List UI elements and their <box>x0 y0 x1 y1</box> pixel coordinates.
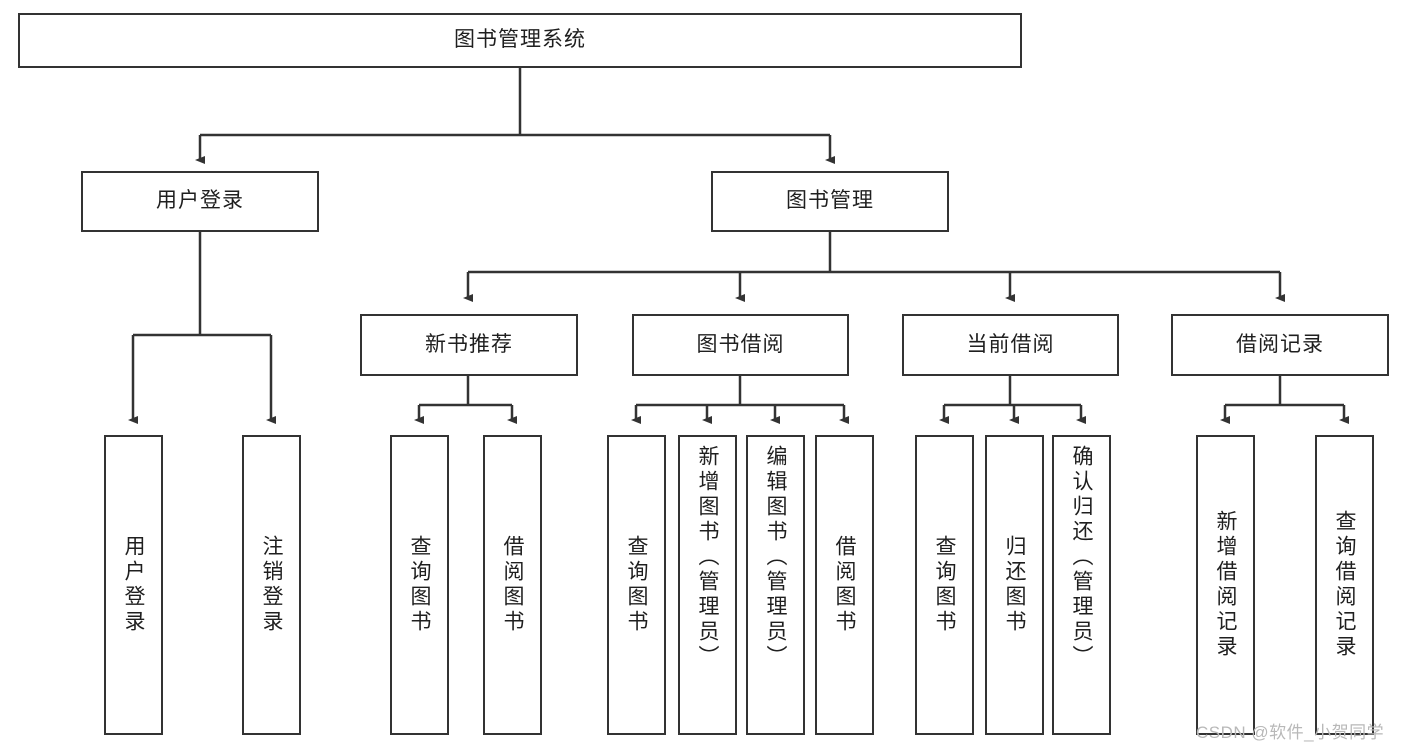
leaf-book-borrow-lend[interactable]: 借阅图书 <box>815 435 874 735</box>
node-label: 用户登录 <box>122 535 145 635</box>
leaf-borrow-record-query[interactable]: 查询借阅记录 <box>1315 435 1374 735</box>
node-label: 新增图书（管理员） <box>696 445 719 670</box>
node-current-borrow[interactable]: 当前借阅 <box>902 314 1119 376</box>
node-label: 归还图书 <box>1003 535 1026 635</box>
node-label: 确认归还（管理员） <box>1070 445 1093 670</box>
node-book-management[interactable]: 图书管理 <box>711 171 949 232</box>
leaf-new-book-borrow[interactable]: 借阅图书 <box>483 435 542 735</box>
node-user-login[interactable]: 用户登录 <box>81 171 319 232</box>
node-root[interactable]: 图书管理系统 <box>18 13 1022 68</box>
node-label: 查询图书 <box>625 535 648 635</box>
node-label: 图书管理 <box>786 189 874 213</box>
node-label: 借阅记录 <box>1236 332 1324 356</box>
leaf-current-borrow-return[interactable]: 归还图书 <box>985 435 1044 735</box>
node-label: 图书管理系统 <box>454 28 586 52</box>
leaf-user-login-signout[interactable]: 注销登录 <box>242 435 301 735</box>
leaf-book-borrow-edit[interactable]: 编辑图书（管理员） <box>746 435 805 735</box>
node-label: 借阅图书 <box>501 535 524 635</box>
node-label: 查询借阅记录 <box>1333 510 1356 660</box>
node-label: 查询图书 <box>933 535 956 635</box>
node-label: 新书推荐 <box>425 332 513 356</box>
node-label: 注销登录 <box>260 535 283 635</box>
node-label: 用户登录 <box>156 189 244 213</box>
leaf-borrow-record-add[interactable]: 新增借阅记录 <box>1196 435 1255 735</box>
node-label: 新增借阅记录 <box>1214 510 1237 660</box>
node-label: 借阅图书 <box>833 535 856 635</box>
node-label: 当前借阅 <box>966 332 1055 356</box>
node-label: 查询图书 <box>408 535 431 635</box>
leaf-book-borrow-add[interactable]: 新增图书（管理员） <box>678 435 737 735</box>
leaf-new-book-query[interactable]: 查询图书 <box>390 435 449 735</box>
leaf-user-login-signin[interactable]: 用户登录 <box>104 435 163 735</box>
node-label: 图书借阅 <box>696 332 785 356</box>
node-label: 编辑图书（管理员） <box>764 445 787 670</box>
node-book-borrow[interactable]: 图书借阅 <box>632 314 849 376</box>
leaf-book-borrow-query[interactable]: 查询图书 <box>607 435 666 735</box>
leaf-current-borrow-confirm[interactable]: 确认归还（管理员） <box>1052 435 1111 735</box>
node-borrow-record[interactable]: 借阅记录 <box>1171 314 1389 376</box>
csdn-watermark: CSDN @软件_小贺同学 <box>1196 723 1385 742</box>
leaf-current-borrow-query[interactable]: 查询图书 <box>915 435 974 735</box>
node-new-book-recommend[interactable]: 新书推荐 <box>360 314 578 376</box>
